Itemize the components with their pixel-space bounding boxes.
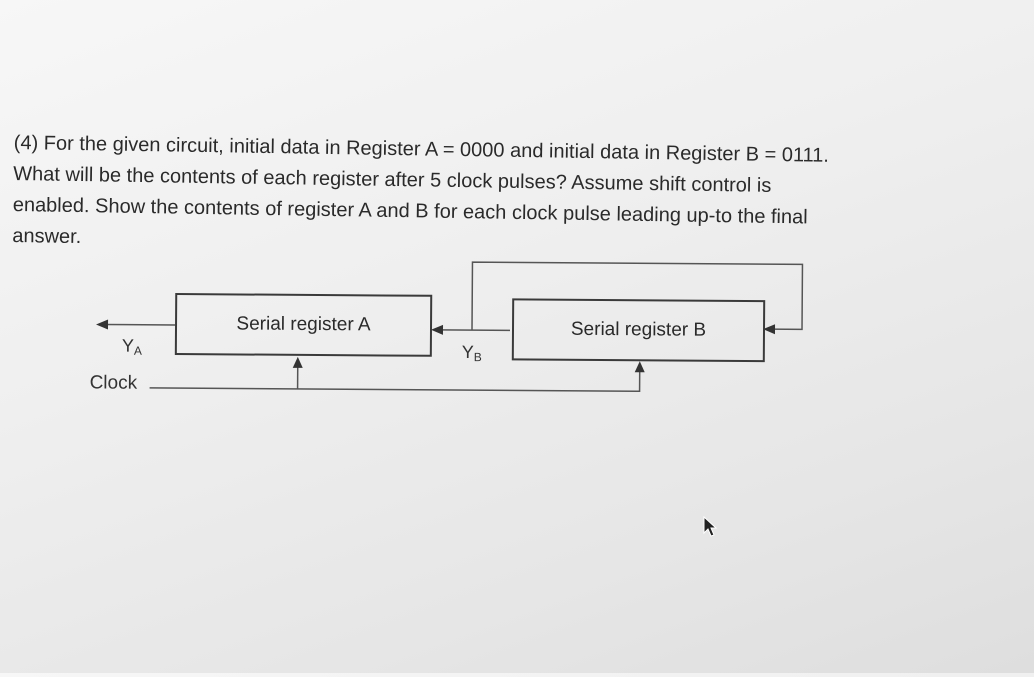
clock-a-arrow-icon	[293, 357, 303, 368]
serial-register-b: Serial register B	[512, 298, 765, 362]
ya-arrow-icon	[96, 319, 108, 329]
register-a-label: Serial register A	[236, 313, 370, 336]
clock-label: Clock	[90, 372, 138, 394]
clock-wire	[150, 368, 640, 391]
clock-b-arrow-icon	[635, 361, 645, 372]
register-b-label: Serial register B	[571, 319, 706, 342]
a-input-arrow-icon	[431, 325, 443, 335]
mouse-pointer-icon	[702, 516, 718, 538]
serial-register-a: Serial register A	[175, 293, 432, 357]
output-yb-label: YB	[462, 342, 482, 364]
output-ya-label: YA	[122, 336, 142, 358]
